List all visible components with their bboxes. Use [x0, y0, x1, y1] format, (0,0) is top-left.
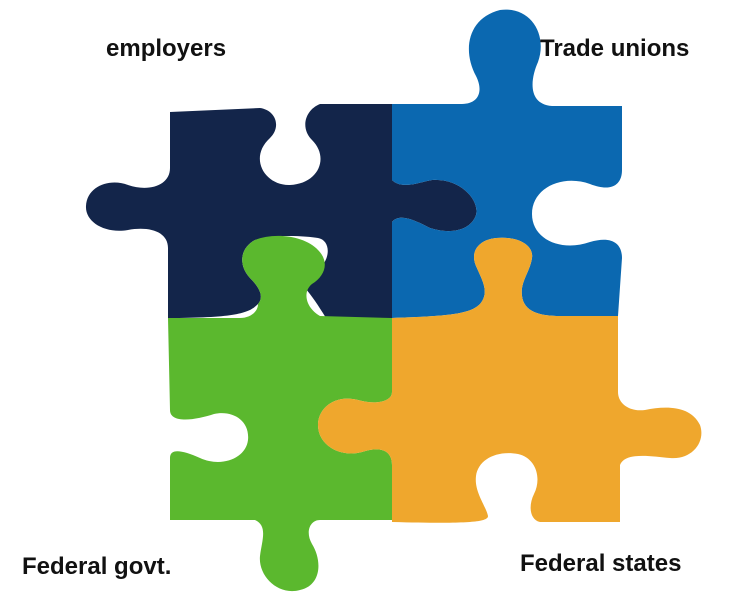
federal-govt-puzzle-piece	[168, 235, 392, 592]
federal-states-puzzle-piece	[318, 237, 702, 523]
trade-unions-label: Trade unions	[540, 35, 690, 62]
federal-govt-label: Federal govt.	[22, 553, 172, 580]
trade-unions-puzzle-piece	[392, 9, 622, 319]
federal-states-label: Federal states	[520, 550, 682, 577]
employers-puzzle-piece	[85, 104, 477, 318]
employers-label: employers	[106, 35, 227, 62]
